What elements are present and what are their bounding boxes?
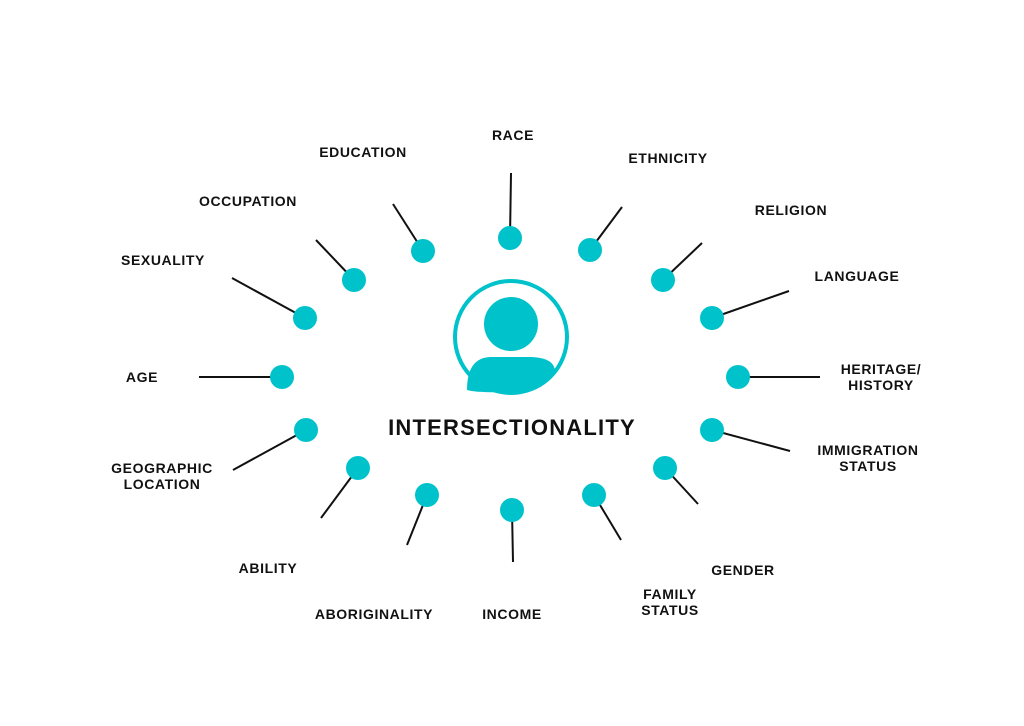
factor-label-heritage-history: HERITAGE/HISTORY xyxy=(841,361,922,393)
spoke-dot-education xyxy=(411,239,435,263)
factor-label-income: INCOME xyxy=(482,606,542,622)
factor-label-line: RELIGION xyxy=(754,202,828,218)
spoke-dot-gender xyxy=(653,456,677,480)
spoke-dot-geographic-location xyxy=(294,418,318,442)
spoke-dot-age xyxy=(270,365,294,389)
factor-label-line: IMMIGRATION xyxy=(817,442,919,458)
spoke-line-sexuality xyxy=(231,277,306,319)
spoke-dot-aboriginality xyxy=(415,483,439,507)
factor-label-line: OCCUPATION xyxy=(198,193,298,209)
spoke-line-geographic-location xyxy=(232,429,307,471)
factor-label-line: GEOGRAPHIC xyxy=(111,460,213,476)
factor-label-line: STATUS xyxy=(839,458,897,474)
factor-label-race: RACE xyxy=(492,127,534,143)
spoke-dot-family-status xyxy=(582,483,606,507)
factor-label-ability: ABILITY xyxy=(239,560,298,576)
factor-label-age: AGE xyxy=(126,369,158,385)
factor-label-occupation: OCCUPATION xyxy=(199,193,297,209)
factor-label-sexuality: SEXUALITY xyxy=(121,252,205,268)
factor-label-line: ABORIGINALITY xyxy=(314,606,434,622)
factor-label-line: LOCATION xyxy=(123,476,201,492)
factor-label-line: STATUS xyxy=(641,602,699,618)
spoke-dot-income xyxy=(500,498,524,522)
spoke-line-immigration-status xyxy=(711,429,791,452)
spoke-dot-language xyxy=(700,306,724,330)
diagram-title: INTERSECTIONALITY xyxy=(388,415,636,440)
factor-label-line: AGE xyxy=(125,369,159,385)
factor-label-line: FAMILY xyxy=(643,586,697,602)
factor-label-language: LANGUAGE xyxy=(815,268,900,284)
factor-label-line: HERITAGE/ xyxy=(840,361,922,377)
spoke-dot-occupation xyxy=(342,268,366,292)
spoke-dot-sexuality xyxy=(293,306,317,330)
person-silhouette-icon xyxy=(453,279,569,395)
factor-label-education: EDUCATION xyxy=(319,144,407,160)
spoke-dot-ethnicity xyxy=(578,238,602,262)
factor-label-line: ETHNICITY xyxy=(628,150,708,166)
factor-label-aboriginality: ABORIGINALITY xyxy=(315,606,433,622)
factor-label-line: GENDER xyxy=(711,562,775,578)
factor-label-line: SEXUALITY xyxy=(121,252,205,268)
factor-label-line: ABILITY xyxy=(238,560,298,576)
spoke-dot-ability xyxy=(346,456,370,480)
spoke-dot-race xyxy=(498,226,522,250)
factor-label-line: HISTORY xyxy=(848,377,914,393)
factor-label-religion: RELIGION xyxy=(755,202,827,218)
factor-label-line: EDUCATION xyxy=(319,144,407,160)
factor-label-line: RACE xyxy=(491,127,535,143)
spoke-dot-heritage-history xyxy=(726,365,750,389)
spoke-dot-immigration-status xyxy=(700,418,724,442)
spoke-dot-religion xyxy=(651,268,675,292)
factor-label-line: LANGUAGE xyxy=(814,268,900,284)
factor-label-gender: GENDER xyxy=(711,562,775,578)
factor-label-ethnicity: ETHNICITY xyxy=(628,150,707,166)
spoke-line-language xyxy=(711,290,790,319)
factor-label-line: INCOME xyxy=(482,606,542,622)
